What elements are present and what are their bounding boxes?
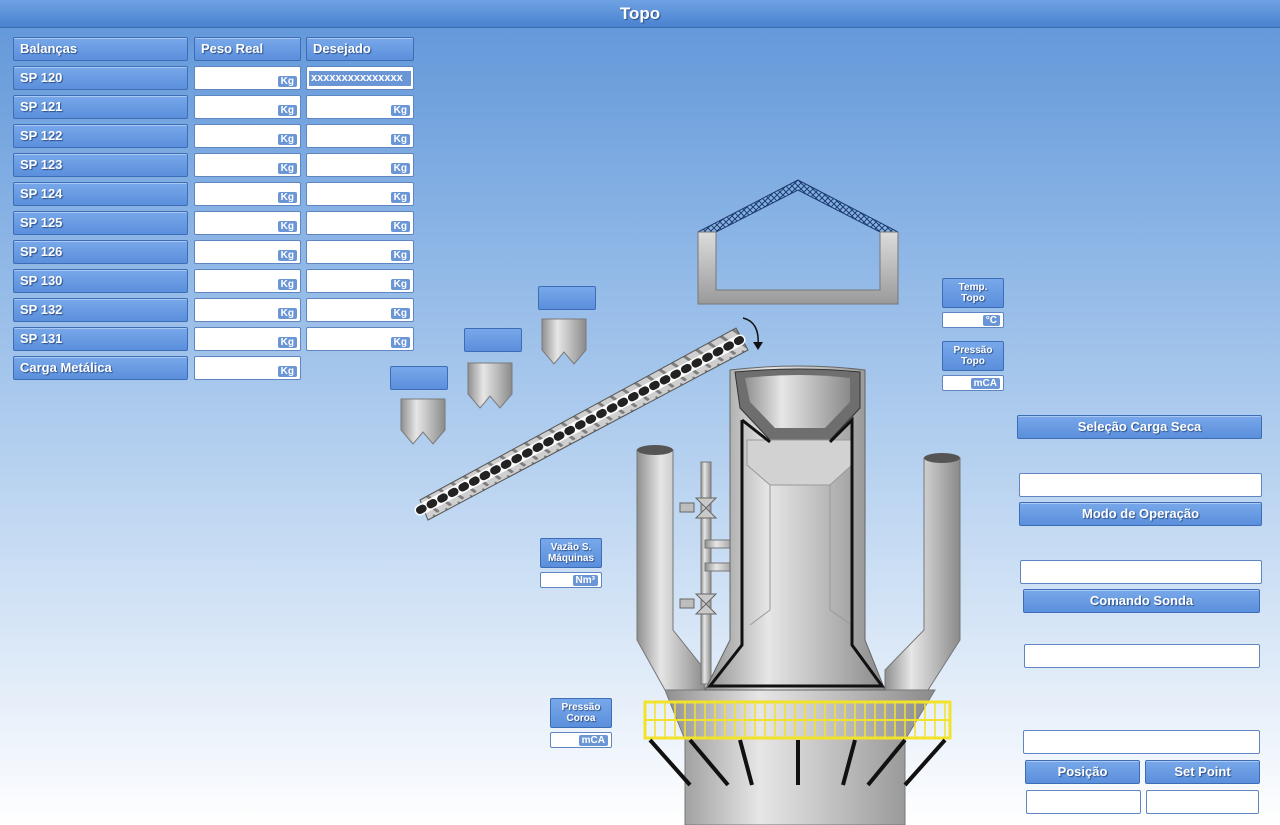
pressao-topo-field[interactable]: mCA: [942, 375, 1004, 391]
row-label: SP 122: [13, 124, 188, 148]
unit-kg: Kg: [390, 192, 410, 203]
desejado-field[interactable]: Kg: [306, 298, 414, 322]
bin-2-label: [464, 328, 522, 352]
header-desejado: Desejado: [306, 37, 414, 61]
peso-real-field[interactable]: Kg: [194, 240, 301, 264]
temp-topo-field[interactable]: °C: [942, 312, 1004, 328]
unit-kg: Kg: [390, 163, 410, 174]
window-title: Topo: [0, 0, 1280, 28]
platform-supports: [648, 738, 947, 787]
unit-mca: mCA: [578, 735, 608, 746]
unit-kg: Kg: [277, 250, 297, 261]
conveyor-rollers: [416, 336, 744, 514]
unit-kg: Kg: [390, 134, 410, 145]
carga-metalica-field[interactable]: Kg: [194, 356, 301, 380]
row-label: SP 120: [13, 66, 188, 90]
peso-real-field[interactable]: Kg: [194, 298, 301, 322]
posicao-field[interactable]: [1026, 790, 1141, 814]
desejado-field[interactable]: xxxxxxxxxxxxxxx: [306, 66, 414, 90]
uptake-pipe-right: [884, 454, 961, 691]
row-label: SP 124: [13, 182, 188, 206]
selecao-carga-seca-button[interactable]: Seleção Carga Seca: [1017, 415, 1262, 439]
peso-real-field[interactable]: Kg: [194, 211, 301, 235]
comando-sonda-button[interactable]: Comando Sonda: [1023, 589, 1260, 613]
bin-1: [400, 398, 446, 445]
row-label: SP 121: [13, 95, 188, 119]
unit-celsius: °C: [982, 315, 1000, 326]
peso-real-field[interactable]: Kg: [194, 124, 301, 148]
sonda-status-field[interactable]: [1023, 730, 1260, 754]
header-balancas: Balanças: [13, 37, 188, 61]
set-point-label: Set Point: [1145, 760, 1260, 784]
gas-flow-outline: [706, 416, 885, 688]
discharge-arrow: [742, 317, 759, 347]
uptake-pipe-left: [636, 446, 706, 691]
unit-kg: Kg: [277, 279, 297, 290]
bin-3: [541, 318, 587, 365]
valve-upper: [679, 497, 718, 519]
desejado-field[interactable]: Kg: [306, 269, 414, 293]
comando-sonda-field[interactable]: [1024, 644, 1260, 668]
unit-kg: Kg: [277, 366, 297, 377]
unit-mca: mCA: [970, 378, 1000, 389]
modo-operacao-field[interactable]: [1020, 560, 1262, 584]
peso-real-field[interactable]: Kg: [194, 95, 301, 119]
unit-kg: Kg: [390, 337, 410, 348]
unit-nm3: Nm³: [572, 575, 598, 586]
modo-operacao-button[interactable]: Modo de Operação: [1019, 502, 1262, 526]
row-label: SP 126: [13, 240, 188, 264]
unit-kg: Kg: [277, 163, 297, 174]
desejado-value: xxxxxxxxxxxxxxx: [309, 71, 411, 86]
row-label: SP 123: [13, 153, 188, 177]
unit-kg: Kg: [277, 192, 297, 203]
unit-kg: Kg: [277, 134, 297, 145]
row-label: SP 125: [13, 211, 188, 235]
vazao-label: Vazão S.Máquinas: [540, 538, 602, 568]
unit-kg: Kg: [390, 105, 410, 116]
set-point-field[interactable]: [1146, 790, 1259, 814]
desejado-field[interactable]: Kg: [306, 211, 414, 235]
bell-chamber: [746, 439, 853, 486]
label-carga-metalica: Carga Metálica: [13, 356, 188, 380]
row-label: SP 131: [13, 327, 188, 351]
pressao-coroa-field[interactable]: mCA: [550, 732, 612, 748]
peso-real-field[interactable]: Kg: [194, 153, 301, 177]
unit-kg: Kg: [277, 337, 297, 348]
peso-real-field[interactable]: Kg: [194, 66, 301, 90]
bin-2: [467, 362, 513, 409]
header-peso-real: Peso Real: [194, 37, 301, 61]
desejado-field[interactable]: Kg: [306, 327, 414, 351]
row-label: SP 132: [13, 298, 188, 322]
peso-real-field[interactable]: Kg: [194, 269, 301, 293]
row-label: SP 130: [13, 269, 188, 293]
unit-kg: Kg: [277, 221, 297, 232]
posicao-label: Posição: [1025, 760, 1140, 784]
desejado-field[interactable]: Kg: [306, 124, 414, 148]
peso-real-field[interactable]: Kg: [194, 182, 301, 206]
unit-kg: Kg: [390, 250, 410, 261]
temp-topo-label: Temp.Topo: [942, 278, 1004, 308]
selecao-carga-seca-field[interactable]: [1019, 473, 1262, 497]
desejado-field[interactable]: Kg: [306, 153, 414, 177]
roof-hatch: [697, 179, 899, 233]
bin-1-label: [390, 366, 448, 390]
equalizing-pipe: [700, 461, 712, 685]
desejado-field[interactable]: Kg: [306, 95, 414, 119]
bin-3-label: [538, 286, 596, 310]
valve-lower: [679, 593, 718, 615]
unit-kg: Kg: [390, 279, 410, 290]
unit-kg: Kg: [277, 308, 297, 319]
unit-kg: Kg: [277, 76, 297, 87]
receiving-hopper: [697, 231, 899, 305]
desejado-field[interactable]: Kg: [306, 240, 414, 264]
desejado-field[interactable]: Kg: [306, 182, 414, 206]
peso-real-field[interactable]: Kg: [194, 327, 301, 351]
unit-kg: Kg: [277, 105, 297, 116]
unit-kg: Kg: [390, 308, 410, 319]
vazao-field[interactable]: Nm³: [540, 572, 602, 588]
unit-kg: Kg: [390, 221, 410, 232]
